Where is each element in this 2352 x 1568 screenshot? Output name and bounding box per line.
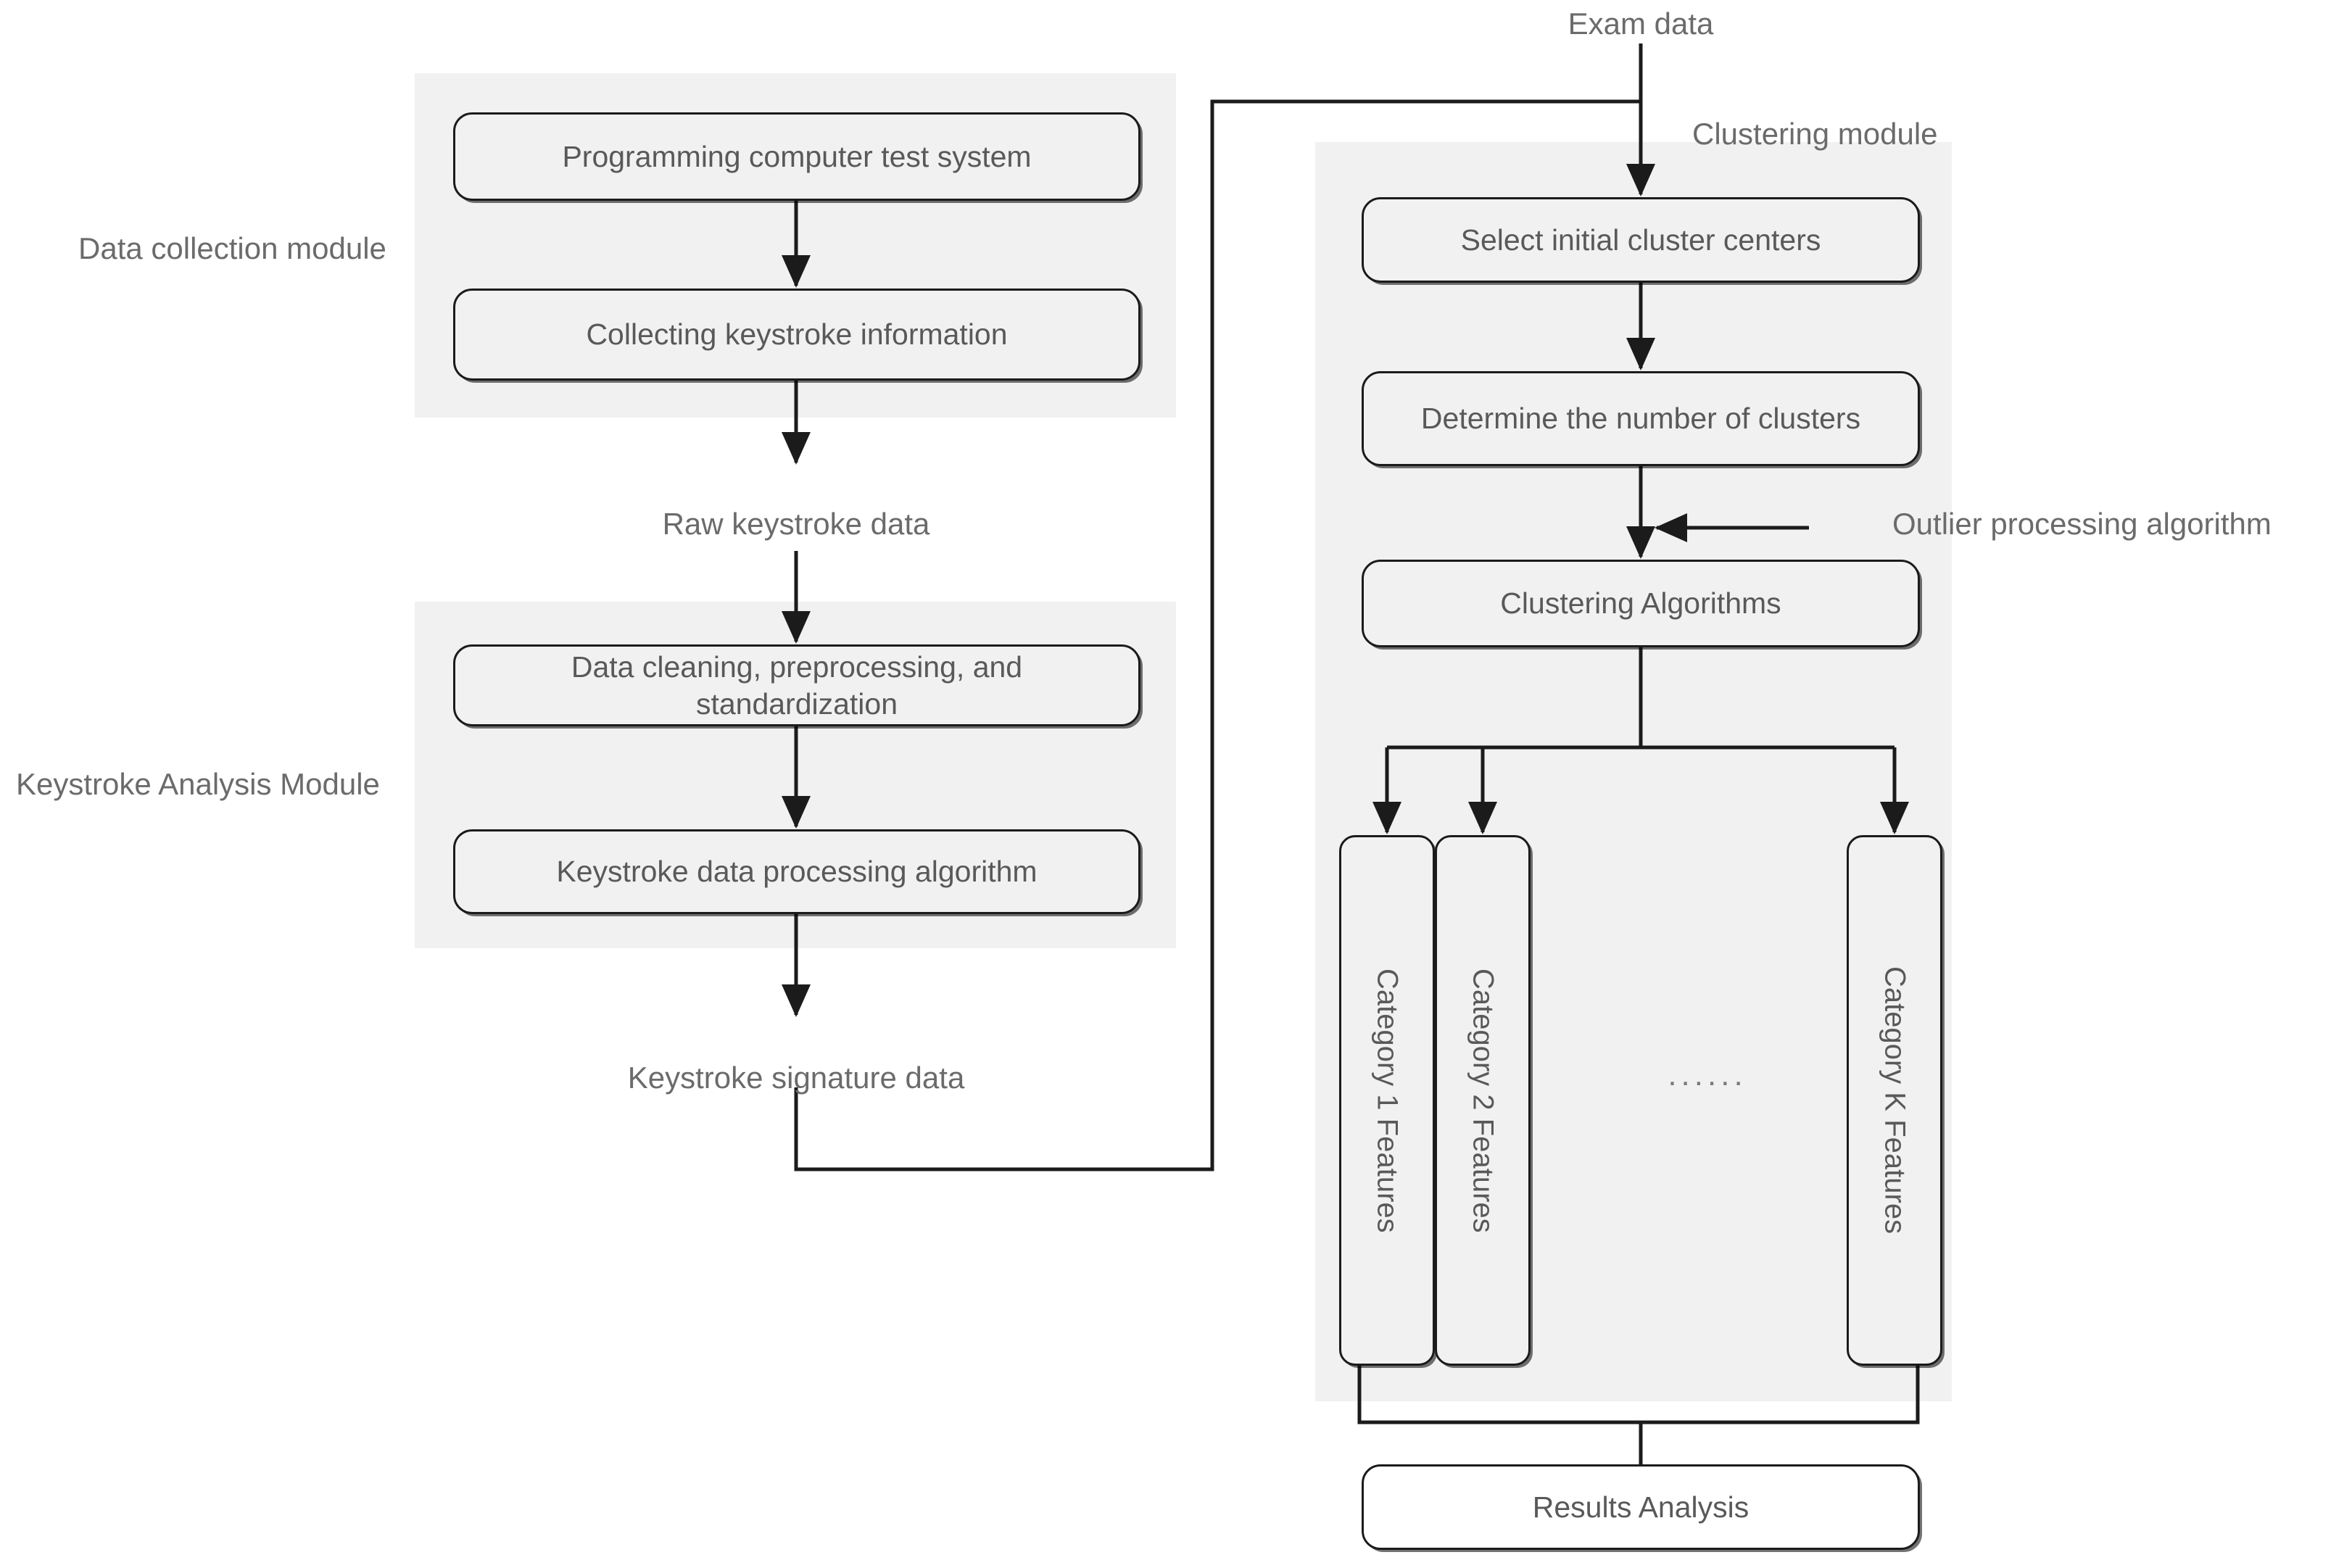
node-label: Determine the number of clusters [1420, 402, 1861, 436]
flow-label-raw-keystroke-data: Raw keystroke data [662, 507, 930, 541]
node-label: Results Analysis [1532, 1490, 1749, 1524]
node-collecting-keystroke-information[interactable]: Collecting keystroke information [453, 289, 1140, 381]
node-label: Data cleaning, preprocessing, and standa… [571, 650, 1023, 721]
node-keystroke-data-processing-algorithm[interactable]: Keystroke data processing algorithm [453, 829, 1140, 914]
node-label: Collecting keystroke information [586, 318, 1008, 352]
node-label: Category 1 Features [1371, 968, 1404, 1233]
node-label: Clustering Algorithms [1500, 586, 1781, 621]
node-category-k-features[interactable]: Category K Features [1847, 835, 1942, 1366]
node-programming-computer-test-system[interactable]: Programming computer test system [453, 112, 1140, 201]
category-ellipsis: ...... [1668, 1057, 1747, 1092]
keystroke-analysis-module-label: Keystroke Analysis Module [16, 767, 380, 801]
node-clustering-algorithms[interactable]: Clustering Algorithms [1362, 560, 1920, 647]
node-category-1-features[interactable]: Category 1 Features [1339, 835, 1435, 1366]
node-label: Category 2 Features [1467, 968, 1499, 1233]
node-label: Category K Features [1879, 966, 1911, 1235]
node-label: Programming computer test system [562, 139, 1032, 173]
flow-label-exam-data: Exam data [1568, 7, 1714, 41]
node-determine-the-number-of-clusters[interactable]: Determine the number of clusters [1362, 371, 1920, 466]
node-results-analysis-box[interactable]: Results Analysis [1362, 1464, 1920, 1550]
node-label: Keystroke data processing algorithm [556, 855, 1038, 889]
flow-label-keystroke-signature-data: Keystroke signature data [627, 1061, 965, 1095]
data-collection-module-label: Data collection module [78, 231, 386, 265]
clustering-module-label: Clustering module [1692, 117, 1938, 151]
node-category-2-features[interactable]: Category 2 Features [1435, 835, 1531, 1366]
node-label: Select initial cluster centers [1460, 223, 1821, 257]
node-data-cleaning-preprocessing-standardization[interactable]: Data cleaning, preprocessing, and standa… [453, 644, 1140, 726]
flow-label-outlier-processing-algorithm: Outlier processing algorithm [1892, 507, 2272, 541]
node-select-initial-cluster-centers[interactable]: Select initial cluster centers [1362, 197, 1920, 283]
